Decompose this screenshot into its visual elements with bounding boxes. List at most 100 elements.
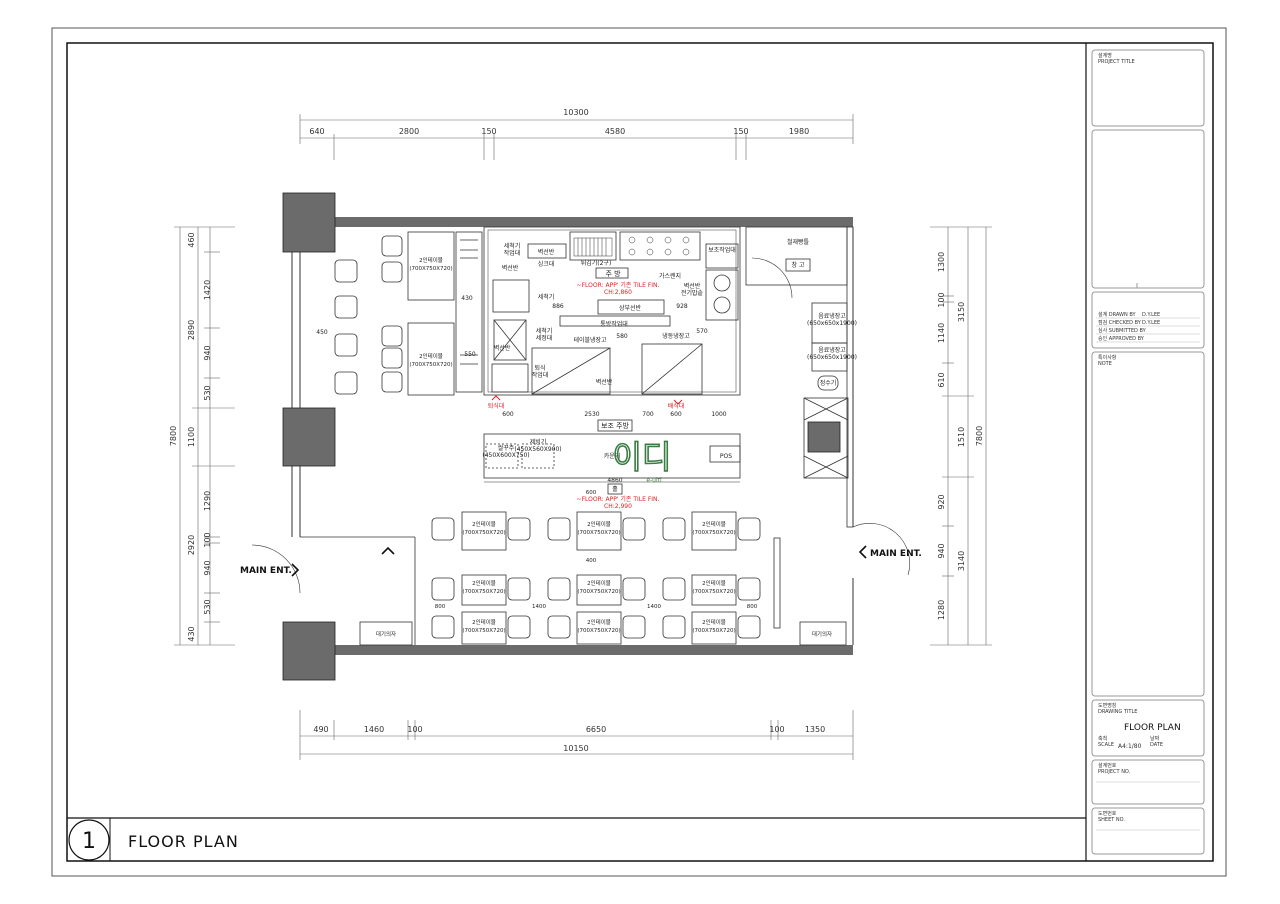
label-water-purifier: 정수기 — [820, 379, 837, 387]
label-dim-2530: 2530 — [584, 411, 599, 418]
table-size-h: (700X750X720) — [692, 589, 735, 595]
dim-bottom-6: 1350 — [805, 725, 825, 734]
table-size-g: (700X750X720) — [577, 589, 620, 595]
table-label-c: 2인테이블 — [472, 520, 496, 528]
label-storage: 창 고 — [792, 261, 805, 269]
label-dim-886: 886 — [552, 303, 564, 310]
dim-right-fine-1: 1300 — [937, 252, 946, 272]
label-center-table: 통방작업대 — [600, 320, 628, 328]
logo-sub: e-uiti — [646, 477, 662, 484]
tb-drawn-by-label: 설계 DRAWN BY — [1098, 311, 1136, 318]
label-dim-700: 700 — [642, 411, 654, 418]
label-beverage-fridge-2: 음료냉장고(650x650x1900) — [807, 346, 857, 361]
logo-text: 이디 — [613, 438, 672, 476]
gap-800-right: 800 — [747, 604, 758, 610]
dim-left-fine-5: 1290 — [203, 491, 212, 511]
entrances: MAIN ENT. MAIN ENT. — [240, 395, 922, 577]
service-counter — [483, 419, 741, 495]
label-rice-cooker: 쌀꾸주(450X600X750) — [482, 444, 529, 459]
columns — [282, 192, 841, 681]
label-dim-570: 570 — [696, 328, 708, 335]
dim-right-fine-2: 100 — [937, 292, 946, 307]
tb-date-kr: 날짜 — [1150, 735, 1160, 742]
dim-top-1: 640 — [309, 127, 324, 136]
table-label-b: 2인테이블 — [419, 352, 443, 360]
label-upper-shelf: 상부선반 — [619, 304, 642, 312]
label-pos: POS — [720, 453, 732, 460]
dim-bottom-3: 100 — [407, 725, 422, 734]
dim-bottom-5: 100 — [769, 725, 784, 734]
dim-left-fine-6: 100 — [203, 532, 212, 547]
chevron-up-icon — [381, 546, 395, 555]
dim-bottom-total: 10150 — [563, 744, 588, 753]
label-storage-note: 철재빵틀 — [787, 238, 810, 246]
label-fryer: 튀김기(2구) — [581, 259, 612, 267]
tb-drawing-title-kr: 도면명칭 — [1098, 702, 1116, 709]
label-aux-kitchen: 보조 주방 — [601, 421, 630, 430]
label-counter: 카운터 — [604, 452, 621, 460]
drawing-number: 1 — [82, 829, 96, 854]
table-label-j: 2인테이블 — [587, 618, 611, 626]
label-freezer: 냉동냉장고 — [662, 332, 690, 340]
table-size-b: (700X750X720) — [409, 362, 452, 368]
table-size-e: (700X750X720) — [692, 530, 735, 536]
tb-project-title-en: PROJECT TITLE — [1098, 59, 1135, 65]
tb-drawing-title-value: FLOOR PLAN — [1124, 723, 1181, 733]
label-dim-580: 580 — [616, 333, 628, 340]
label-shelf-4: 벽선반 — [596, 378, 613, 386]
tb-note-en: NOTE — [1098, 361, 1112, 367]
gap-400: 400 — [586, 558, 597, 564]
table-label-i: 2인테이블 — [472, 618, 496, 626]
tb-sheet-no-kr: 도면번호 — [1098, 810, 1117, 817]
walls — [291, 217, 854, 655]
label-dim-430: 430 — [461, 295, 473, 302]
label-aux-table: 보조작업대 — [708, 246, 736, 254]
label-shelf-2: 벽선반 — [502, 264, 519, 272]
dining-area — [251, 231, 911, 646]
dim-left-fine-7: 940 — [203, 560, 212, 575]
waiting-left: 대기의자 — [376, 630, 396, 638]
dim-bottom-1: 490 — [313, 725, 328, 734]
table-size-c: (700X750X720) — [462, 530, 505, 536]
dim-right-mid-2: 1510 — [957, 427, 966, 447]
column-mid-left — [282, 407, 336, 467]
dim-left-fine-2: 1420 — [203, 280, 212, 300]
tb-project-title-kr: 설계명 — [1098, 52, 1112, 59]
gap-800-left: 800 — [435, 604, 446, 610]
chairs — [334, 235, 761, 639]
tb-scale-kr: 축척 — [1098, 735, 1107, 742]
table-label-h: 2인테이블 — [702, 579, 726, 587]
pickup-arrow-icon — [491, 395, 501, 401]
dim-right-fine-6: 940 — [937, 543, 946, 558]
dimension-lines — [174, 114, 992, 760]
dim-top-2: 2800 — [399, 127, 419, 136]
column-right — [807, 421, 841, 453]
dimension-labels: 10300 640 2800 150 4580 150 1980 490 146… — [169, 108, 984, 753]
dim-left-fine-3: 940 — [203, 345, 212, 360]
table-label-d: 2인테이블 — [587, 520, 611, 528]
label-shelf-1: 벽선반 — [538, 248, 555, 256]
dim-left-mid-2: 1100 — [187, 427, 196, 447]
dim-top-6: 1980 — [789, 127, 809, 136]
drawing-caption: FLOOR PLAN — [128, 832, 239, 851]
dim-bottom-4: 6650 — [586, 725, 606, 734]
tb-approved-by-label: 승인 APPROVED BY — [1098, 335, 1145, 342]
dim-right-total: 7800 — [975, 426, 984, 446]
tb-project-no-kr: 설계번호 — [1098, 762, 1117, 769]
dim-top-5: 150 — [733, 127, 748, 136]
dim-left-fine-4: 530 — [203, 385, 212, 400]
main-entrance-left: MAIN ENT. — [240, 566, 292, 576]
label-dishwasher: 세척기 — [538, 293, 555, 301]
dim-right-fine-5: 920 — [937, 494, 946, 509]
table-size-i: (700X750X720) — [462, 628, 505, 634]
table-size-k: (700X750X720) — [692, 628, 735, 634]
dining-labels: 2인테이블 (700X750X720) 2인테이블 (700X750X720) … — [376, 256, 832, 638]
dim-left-mid-1: 2890 — [187, 320, 196, 340]
tb-project-no-en: PROJECT NO. — [1098, 769, 1131, 775]
service-labels: 퇴식대 배식대 600 2530 700 600 1000 보조 주방 쌀꾸주(… — [482, 402, 732, 510]
